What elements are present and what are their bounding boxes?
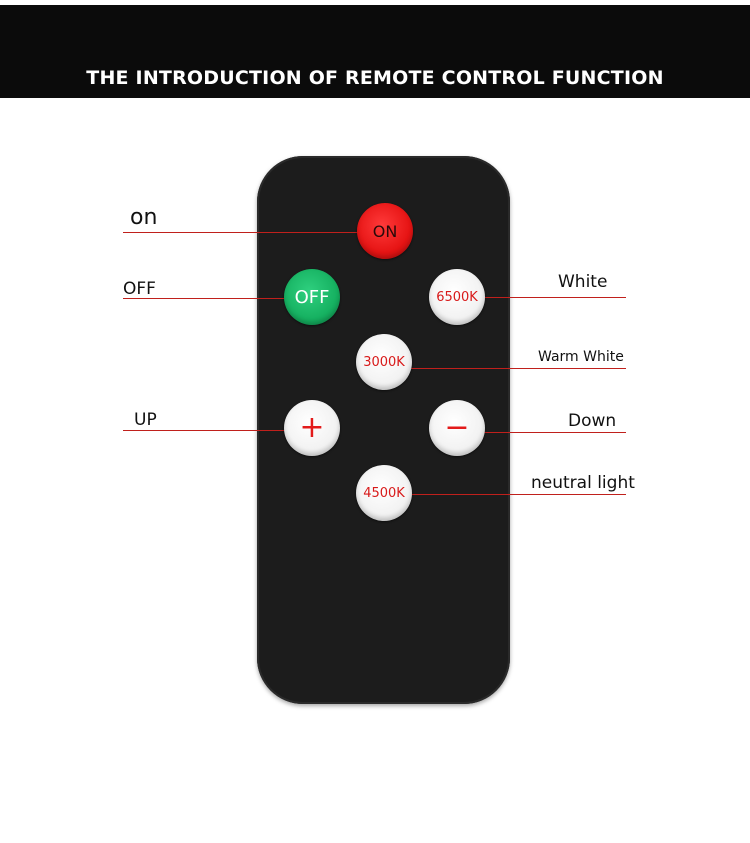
title-banner [0, 5, 750, 98]
leader-line-neutral-light [384, 494, 626, 495]
off-button[interactable]: OFF [284, 269, 340, 325]
plus-icon: + [299, 410, 325, 445]
label-down: Down [568, 411, 617, 431]
label-warm-white: Warm White [538, 349, 624, 365]
leader-line-white [456, 297, 626, 298]
label-on: on [130, 205, 158, 230]
up-button[interactable]: + [284, 400, 340, 456]
leader-line-warm-white [384, 368, 626, 369]
down-button[interactable]: − [429, 400, 485, 456]
off-button-label: OFF [294, 286, 330, 308]
label-up: UP [134, 410, 157, 430]
label-white: White [558, 272, 608, 292]
label-neutral-light: neutral light [531, 473, 635, 493]
leader-line-off [123, 298, 313, 299]
3000k-button-label: 3000K [363, 354, 405, 370]
4500k-button[interactable]: 4500K [356, 465, 412, 521]
leader-line-on [123, 232, 385, 233]
3000k-button[interactable]: 3000K [356, 334, 412, 390]
4500k-button-label: 4500K [363, 485, 405, 501]
leader-line-up [123, 430, 313, 431]
leader-line-down [456, 432, 626, 433]
6500k-button-label: 6500K [436, 289, 478, 305]
6500k-button[interactable]: 6500K [429, 269, 485, 325]
label-off: OFF [123, 279, 156, 299]
page-title: THE INTRODUCTION OF REMOTE CONTROL FUNCT… [86, 67, 664, 89]
minus-icon: − [444, 410, 470, 445]
on-button[interactable]: ON [357, 203, 413, 259]
on-button-label: ON [372, 221, 398, 241]
